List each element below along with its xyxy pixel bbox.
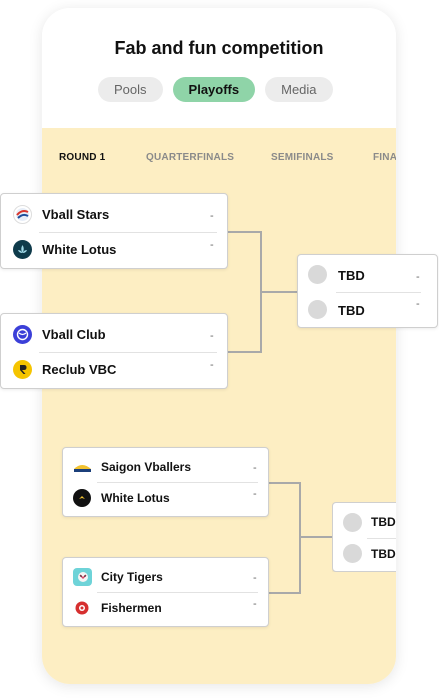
divider [39,352,217,353]
city-tigers-logo-icon [73,568,92,586]
match-card[interactable]: City Tigers - Fishermen - [62,557,269,627]
divider [367,538,396,539]
round-tab-finals[interactable]: FINA [373,152,396,163]
match-card[interactable]: Vball Club - Reclub VBC - [0,313,228,389]
round-tabs: ROUND 1 QUARTERFINALS SEMIFINALS FINA [42,152,396,172]
round-tab-quarterfinals[interactable]: QUARTERFINALS [146,152,235,163]
team-name: TBD [338,303,365,318]
team-name: TBD [338,268,365,283]
team-name: Vball Stars [42,207,110,222]
vball-club-logo-icon [13,325,32,344]
team-name: White Lotus [101,491,170,505]
team-name: Vball Club [42,327,106,342]
divider [97,482,258,483]
tab-bar: Pools Playoffs Media [98,77,333,102]
match-card[interactable]: TBD - TBD - [297,254,438,328]
round-tab-semifinals[interactable]: SEMIFINALS [271,152,334,163]
bracket-connector [227,231,262,233]
team-score: - [253,572,257,584]
bracket-connector [299,536,333,538]
team-score: - [253,462,257,474]
placeholder-logo-icon [308,265,327,284]
saigon-vballers-logo-icon [73,458,92,475]
placeholder-logo-icon [308,300,327,319]
divider [39,232,217,233]
match-card[interactable]: Saigon Vballers - White Lotus - [62,447,269,517]
tab-pools[interactable]: Pools [98,77,163,102]
bracket-connector [227,351,262,353]
placeholder-logo-icon [343,544,362,563]
fishermen-logo-icon [73,599,91,617]
team-score: - [210,239,214,251]
reclub-logo-icon [13,360,32,379]
team-name: TBD [371,547,396,561]
white-lotus-logo-icon [13,240,32,259]
bracket-connector [268,482,301,484]
header: Fab and fun competition Pools Playoffs M… [42,8,396,128]
match-card-clip: TBD TBD [332,502,396,572]
team-name: Saigon Vballers [101,460,192,474]
team-score: - [210,330,214,342]
bracket-connector [299,482,301,594]
bracket-connector [268,592,301,594]
team-score: - [416,271,420,283]
team-name: Reclub VBC [42,362,117,377]
team-score: - [210,359,214,371]
page-title: Fab and fun competition [114,38,324,58]
team-name: City Tigers [101,570,163,584]
team-score: - [253,598,257,610]
divider [97,592,258,593]
team-score: - [253,488,257,500]
team-name: TBD [371,515,396,529]
bracket-connector [260,291,298,293]
match-card[interactable]: Vball Stars - White Lotus - [0,193,228,269]
tab-playoffs[interactable]: Playoffs [172,77,256,102]
white-lotus-logo-icon [73,489,91,507]
round-tab-round-1[interactable]: ROUND 1 [59,152,106,163]
team-score: - [210,210,214,222]
vball-stars-logo-icon [13,205,32,224]
placeholder-logo-icon [343,513,362,532]
team-name: White Lotus [42,242,117,257]
match-card[interactable]: TBD TBD [332,502,396,572]
divider [336,292,421,293]
team-score: - [416,298,420,310]
team-name: Fishermen [101,601,162,615]
tab-media[interactable]: Media [265,77,333,102]
